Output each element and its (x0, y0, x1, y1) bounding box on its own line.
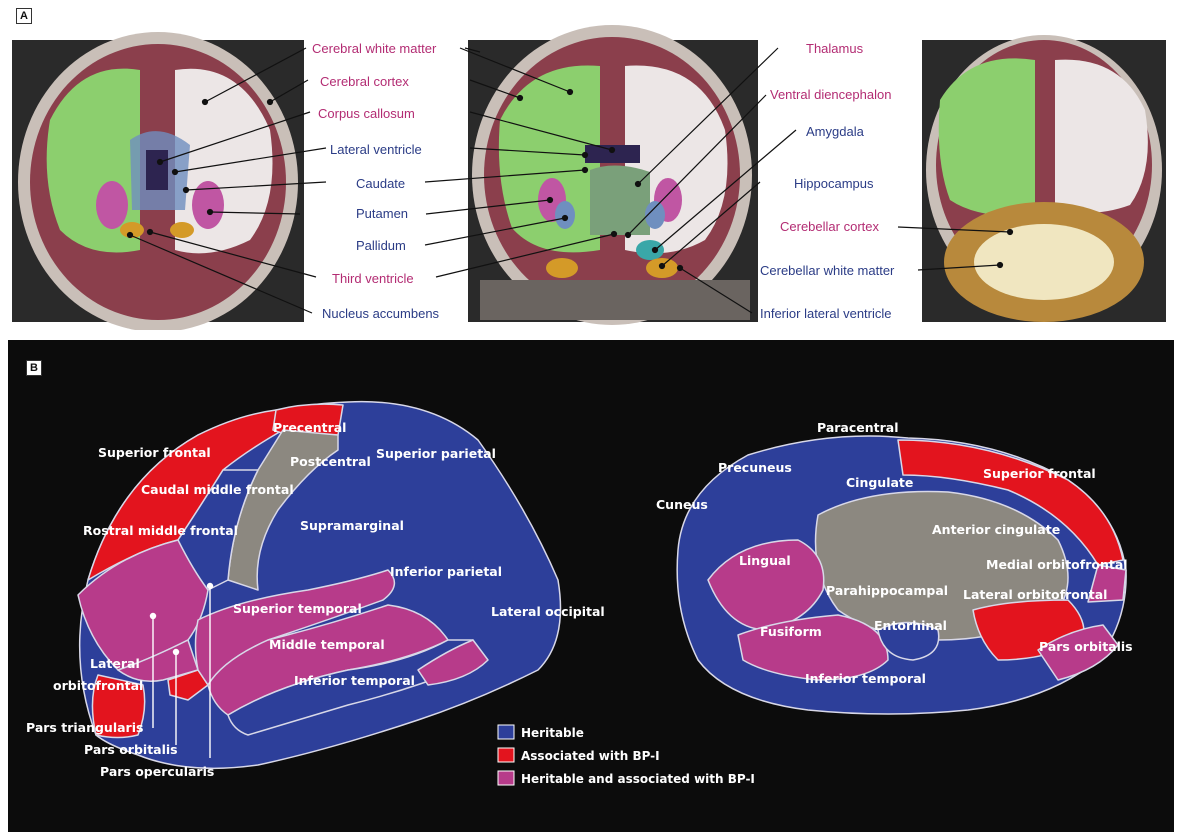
label-caudate: Caudate (356, 176, 405, 191)
label-lat-inferior-temporal: Inferior temporal (294, 673, 415, 688)
label-pallidum: Pallidum (356, 238, 406, 253)
label-third-ventricle: Third ventricle (332, 271, 414, 286)
legend-label-associated: Associated with BP-I (521, 749, 660, 763)
label-lateral-ventricle: Lateral ventricle (330, 142, 422, 157)
label-med-anterior-cingulate: Anterior cingulate (932, 522, 1060, 537)
label-lat-lateral-orbitofrontal-1: Lateral (90, 656, 140, 671)
label-cerebral-white-matter: Cerebral white matter (312, 41, 437, 56)
mri-slice-1 (12, 32, 304, 330)
label-med-precuneus: Precuneus (718, 460, 792, 475)
label-lat-middle-temporal: Middle temporal (269, 637, 385, 652)
label-med-parahippocampal: Parahippocampal (826, 583, 948, 598)
label-lat-pars-orbitalis: Pars orbitalis (84, 742, 178, 757)
label-med-medial-orbitofrontal: Medial orbitofrontal (986, 557, 1128, 572)
label-med-pars-orbitalis: Pars orbitalis (1039, 639, 1133, 654)
label-med-cuneus: Cuneus (656, 497, 708, 512)
legend: Heritable Associated with BP-I Heritable… (498, 725, 755, 786)
label-hippocampus: Hippocampus (794, 176, 874, 191)
label-med-entorhinal: Entorhinal (874, 618, 947, 633)
label-med-fusiform: Fusiform (760, 624, 822, 639)
label-lat-pars-opercularis: Pars opercularis (100, 764, 214, 779)
label-nucleus-accumbens: Nucleus accumbens (322, 306, 440, 321)
panel-a: A (0, 0, 1179, 330)
label-med-lateral-orbitofrontal: Lateral orbitofrontal (963, 587, 1107, 602)
label-med-cingulate: Cingulate (846, 475, 913, 490)
label-lat-rostral-middle-frontal: Rostral middle frontal (83, 523, 238, 538)
label-lat-superior-temporal: Superior temporal (233, 601, 362, 616)
label-lat-lateral-occipital: Lateral occipital (491, 604, 605, 619)
label-med-inferior-temporal: Inferior temporal (805, 671, 926, 686)
label-med-lingual: Lingual (739, 553, 791, 568)
label-lat-supramarginal: Supramarginal (300, 518, 404, 533)
panel-b: B (8, 340, 1174, 832)
label-lat-superior-frontal: Superior frontal (98, 445, 211, 460)
legend-swatch-associated (498, 748, 514, 762)
label-inferior-lateral-ventricle: Inferior lateral ventricle (760, 306, 892, 321)
label-med-paracentral: Paracentral (817, 420, 899, 435)
label-med-superior-frontal: Superior frontal (983, 466, 1096, 481)
label-lat-caudal-middle-frontal: Caudal middle frontal (141, 482, 294, 497)
label-putamen: Putamen (356, 206, 408, 221)
label-lat-lateral-orbitofrontal-2: orbitofrontal (53, 678, 143, 693)
label-lat-superior-parietal: Superior parietal (376, 446, 496, 461)
panel-b-figure: Superior frontal Precentral Postcentral … (8, 340, 1174, 832)
legend-label-heritable: Heritable (521, 726, 584, 740)
label-lat-inferior-parietal: Inferior parietal (390, 564, 502, 579)
mri-slice-3 (922, 35, 1166, 322)
label-lat-pars-triangularis: Pars triangularis (26, 720, 143, 735)
label-corpus-callosum: Corpus callosum (318, 106, 415, 121)
label-cerebellar-white-matter: Cerebellar white matter (760, 263, 895, 278)
panel-a-figure: Cerebral white matter Cerebral cortex Co… (0, 0, 1179, 330)
label-cerebellar-cortex: Cerebellar cortex (780, 219, 879, 234)
legend-label-both: Heritable and associated with BP-I (521, 772, 755, 786)
legend-swatch-heritable (498, 725, 514, 739)
label-thalamus: Thalamus (806, 41, 864, 56)
label-cerebral-cortex: Cerebral cortex (320, 74, 409, 89)
label-ventral-diencephalon: Ventral diencephalon (770, 87, 891, 102)
legend-swatch-both (498, 771, 514, 785)
label-amygdala: Amygdala (806, 124, 865, 139)
label-lat-postcentral: Postcentral (290, 454, 371, 469)
label-lat-precentral: Precentral (273, 420, 346, 435)
